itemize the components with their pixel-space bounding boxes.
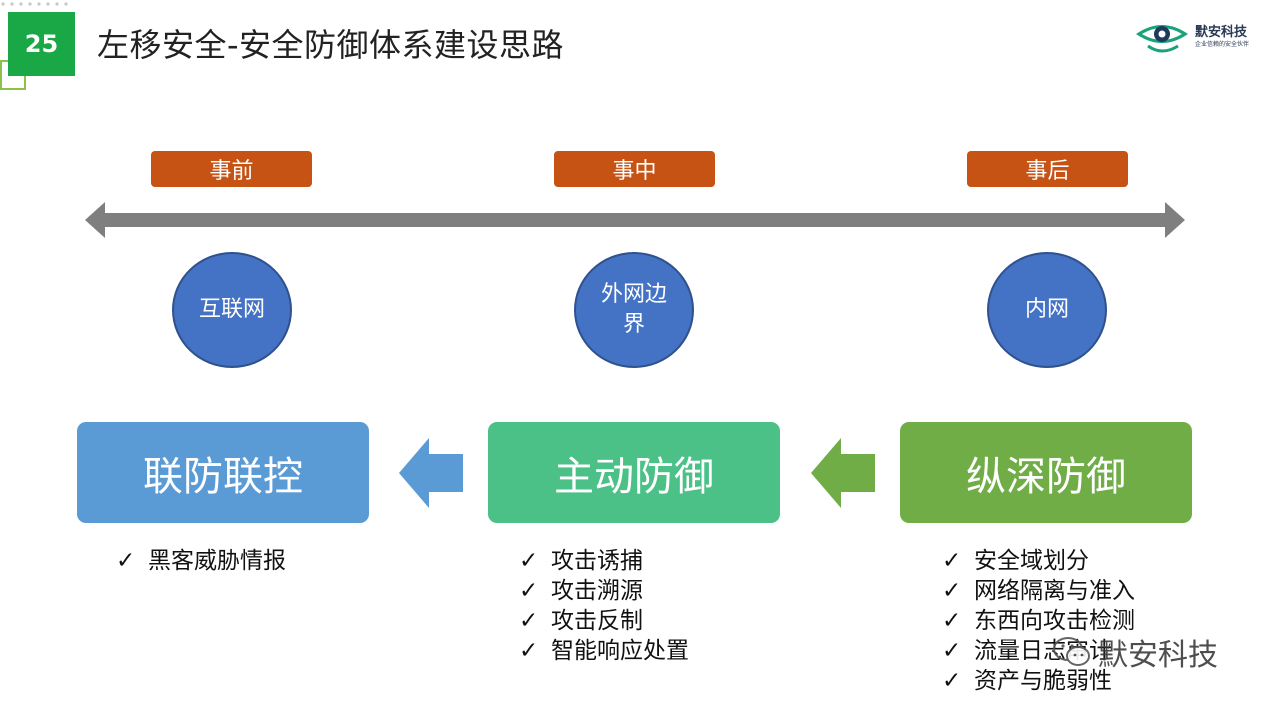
joint-defense-measures: ✓黑客威胁情报	[116, 546, 286, 576]
left-arrow-icon	[811, 438, 875, 508]
slide-title: 左移安全-安全防御体系建设思路	[97, 26, 565, 64]
check-icon: ✓	[942, 578, 962, 604]
page-number: 25	[8, 12, 75, 76]
watermark: 默安科技	[1052, 630, 1218, 674]
wechat-icon	[1053, 637, 1090, 666]
watermark-text: 默安科技	[1098, 638, 1218, 673]
zone-label: 互联网	[198, 297, 265, 322]
list-item: ✓安全域划分	[942, 548, 1089, 574]
list-item: ✓攻击反制	[519, 608, 643, 634]
list-item: ✓攻击诱捕	[519, 548, 643, 574]
phase-tag-during: 事中	[554, 151, 715, 187]
zone-external-border: 外网边界	[574, 252, 694, 368]
phase-tag-before: 事前	[151, 151, 312, 187]
list-item: ✓网络隔离与准入	[942, 578, 1135, 604]
check-icon: ✓	[942, 608, 962, 634]
left-arrow-icon	[399, 438, 463, 508]
check-icon: ✓	[942, 638, 962, 664]
zone-intranet: 内网	[987, 252, 1107, 368]
strategy-joint-defense: 联防联控	[77, 422, 369, 523]
logo-name: 默安科技	[1195, 25, 1248, 40]
decorative-dots	[1, 2, 68, 6]
timeline-double-arrow	[85, 202, 1185, 238]
active-defense-measures: ✓攻击诱捕 ✓攻击溯源 ✓攻击反制 ✓智能响应处置	[519, 546, 689, 666]
check-icon: ✓	[942, 668, 962, 694]
list-item: ✓东西向攻击检测	[942, 608, 1135, 634]
zone-internet: 互联网	[172, 252, 292, 368]
list-item: ✓黑客威胁情报	[116, 548, 286, 574]
check-icon: ✓	[116, 548, 136, 574]
check-icon: ✓	[519, 548, 539, 574]
depth-defense-measures: ✓安全域划分 ✓网络隔离与准入 ✓东西向攻击检测 ✓流量日志审计 ✓资产与脆弱性	[942, 546, 1135, 696]
check-icon: ✓	[519, 608, 539, 634]
check-icon: ✓	[519, 638, 539, 664]
check-icon: ✓	[942, 548, 962, 574]
logo-tagline: 企业信赖的安全伙伴	[1195, 41, 1250, 48]
list-item: ✓攻击溯源	[519, 578, 643, 604]
list-item: ✓智能响应处置	[519, 638, 689, 664]
zone-label: 内网	[1024, 297, 1069, 322]
phase-tag-after: 事后	[967, 151, 1128, 187]
strategy-depth-defense: 纵深防御	[900, 422, 1192, 523]
list-item: ✓资产与脆弱性	[942, 668, 1112, 694]
eye-logo-icon	[1136, 25, 1188, 53]
check-icon: ✓	[519, 578, 539, 604]
zone-label: 外网边界	[600, 282, 667, 337]
strategy-active-defense: 主动防御	[488, 422, 780, 523]
